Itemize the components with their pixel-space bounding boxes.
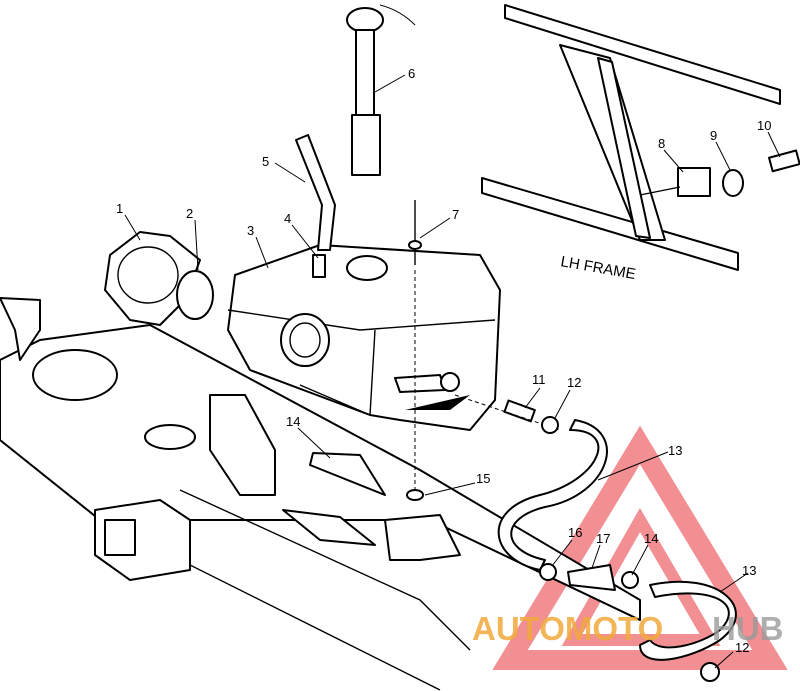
- lh-frame-label: LH FRAME: [559, 253, 637, 283]
- part-number: 15: [476, 471, 490, 486]
- part-number: 14: [644, 531, 658, 546]
- part-number: 2: [186, 206, 193, 221]
- frame-clamp: [639, 149, 800, 197]
- watermark-text: AUTOMOTO HUB: [472, 610, 784, 647]
- fuel-line: [454, 394, 737, 682]
- part-number: 17: [596, 531, 610, 546]
- chassis-frame: [0, 297, 641, 691]
- part-number: 5: [262, 154, 269, 169]
- part-number: 6: [408, 66, 415, 81]
- part-number-labels: 1 2 3 4 5 6 7 8 9 10 11 12 13 14 15 16 1…: [116, 66, 771, 655]
- gasket: [176, 270, 214, 320]
- part-number: 14: [286, 414, 300, 429]
- part-number: 9: [710, 128, 717, 143]
- part-number: 7: [452, 207, 459, 222]
- fuel-tank: [227, 244, 501, 431]
- watermark-text-a: AUTOMOTO: [472, 610, 663, 647]
- part-number: 3: [247, 223, 254, 238]
- part-number: 1: [116, 201, 123, 216]
- part-number: 16: [568, 525, 582, 540]
- fuel-gauge: [346, 4, 416, 176]
- part-number: 13: [668, 443, 682, 458]
- part-number: 10: [757, 118, 771, 133]
- vent-hose: [295, 134, 336, 251]
- leader-lines: [124, 74, 781, 669]
- part-number: 12: [567, 375, 581, 390]
- pad: [309, 452, 386, 496]
- part-number: 11: [532, 372, 546, 387]
- vent-fitting: [312, 254, 326, 278]
- part-number: 12: [735, 640, 749, 655]
- watermark-text-b: HUB: [712, 610, 784, 647]
- part-number: 13: [742, 563, 756, 578]
- lh-frame: [481, 4, 781, 271]
- part-number: 4: [284, 211, 291, 226]
- washer: [406, 489, 424, 501]
- part-number: 8: [658, 136, 665, 151]
